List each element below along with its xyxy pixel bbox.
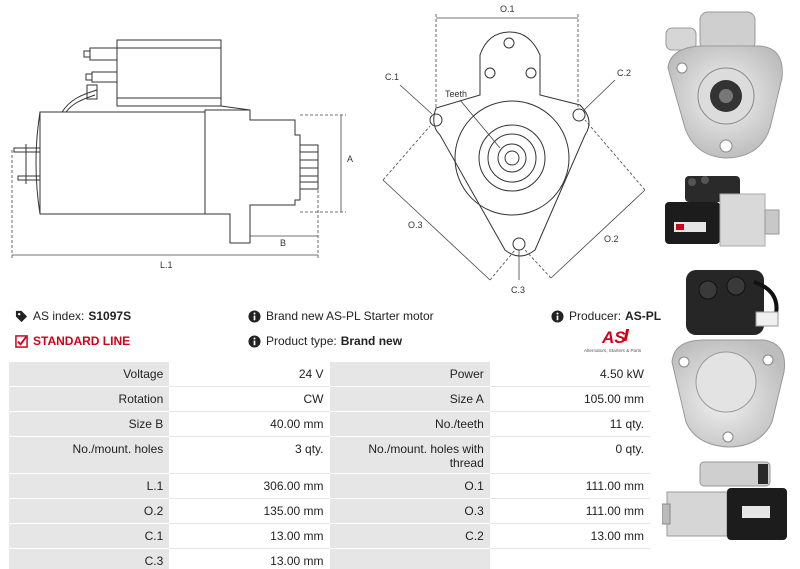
producer-label: Producer: [569,309,622,323]
info-icon [248,309,261,323]
spec-key: No./mount. holes with thread [329,437,490,474]
spec-value: 3 qty. [169,437,330,474]
info-icon [248,334,261,348]
side-view [13,39,319,244]
spec-key: No./teeth [329,412,490,437]
spec-value: 24 V [169,362,330,387]
spec-key: Power [329,362,490,387]
spec-value: 11 qty. [489,412,650,437]
spec-value: 13.00 mm [489,524,650,549]
spec-value: 111.00 mm [489,499,650,524]
product-type-value: Brand new [340,334,403,348]
drawing-svg: L.1 B A [11,4,646,295]
technical-drawing: L.1 B A [0,0,655,300]
dim-a-label: A [347,154,353,164]
spec-key: C.2 [329,524,490,549]
spec-key: L.1 [9,474,170,499]
spec-value: 105.00 mm [489,387,650,412]
tag-icon [15,310,28,322]
as-index-value: S1097S [88,309,132,323]
spec-key: C.3 [9,549,170,569]
as-index-info: AS index: S1097S [15,309,131,323]
spec-value: 0 qty. [489,437,650,474]
spec-value: 306.00 mm [169,474,330,499]
front-dimensions [382,14,646,281]
spec-value: 135.00 mm [169,499,330,524]
spec-key: O.3 [329,499,490,524]
spec-value: 111.00 mm [489,474,650,499]
producer-info: Producer: AS-PL [551,309,661,323]
dim-teeth-label: Teeth [445,89,467,99]
spec-key: O.2 [9,499,170,524]
side-dimensions [11,114,346,260]
dim-o3-label: O.3 [408,220,423,230]
as-index-label: AS index: [33,309,85,323]
product-type-info: Product type: Brand new [248,334,402,348]
spec-key: Size A [329,387,490,412]
spec-key: O.1 [329,474,490,499]
checkbox-check-icon [15,334,28,348]
spec-key: C.1 [9,524,170,549]
description-info: Brand new AS-PL Starter motor [248,309,434,323]
spec-value [489,549,650,569]
product-photo-top[interactable] [662,458,792,548]
standard-line-label: STANDARD LINE [33,334,131,348]
product-type-label: Product type: [266,334,337,348]
producer-value: AS-PL [625,309,662,323]
spec-key [329,549,490,569]
standard-line-info: STANDARD LINE [15,334,130,348]
dim-c2-label: C.2 [617,68,631,78]
dim-b-label: B [280,238,286,248]
front-view [429,31,590,257]
spec-key: No./mount. holes [9,437,170,474]
product-photo-rear[interactable] [664,262,794,452]
dim-c3-label: C.3 [511,285,525,295]
spec-value: 4.50 kW [489,362,650,387]
logo-text: AS [601,328,626,347]
product-photo-side[interactable] [660,172,790,252]
dim-o1-label: O.1 [500,4,515,14]
spec-key: Voltage [9,362,170,387]
info-icon [551,309,564,323]
spec-value: 13.00 mm [169,549,330,569]
product-photo-front[interactable] [660,8,790,168]
spec-value: 13.00 mm [169,524,330,549]
logo-subtext: Alternators, Starters & Parts [584,348,642,353]
spec-key: Size B [9,412,170,437]
description-text: Brand new AS-PL Starter motor [266,309,434,323]
dim-o2-label: O.2 [604,234,619,244]
as-pl-logo: AS Alternators, Starters & Parts [584,325,650,355]
dim-c1-label: C.1 [385,72,399,82]
dim-l1-label: L.1 [160,260,173,270]
spec-value: CW [169,387,330,412]
spec-value: 40.00 mm [169,412,330,437]
spec-key: Rotation [9,387,170,412]
